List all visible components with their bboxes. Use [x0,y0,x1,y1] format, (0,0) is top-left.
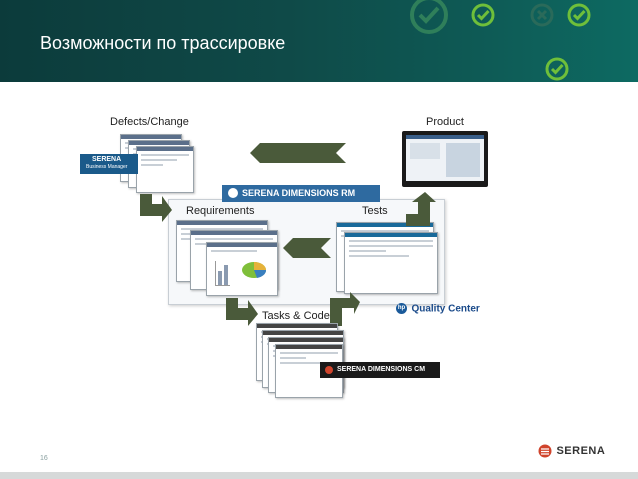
arrow-down-right [226,298,258,326]
label-tests: Tests [362,205,388,217]
product-screen [406,135,484,181]
arrow-left [283,238,331,258]
dimensions-cm-logo: SERENA DIMENSIONS CM [320,362,440,378]
label-requirements: Requirements [186,205,255,217]
serena-logo-icon [325,366,333,374]
serena-logo-icon [538,444,552,458]
product-monitor [402,131,488,187]
requirements-screenshot [206,242,278,296]
dimensions-rm-logo: SERENA DIMENSIONS RM [222,185,380,202]
hp-icon: hp [396,303,407,315]
quality-center-logo: hp Quality Center [396,303,480,315]
arrow-down-right [140,194,172,222]
check-icon [567,3,591,27]
slide-header: Возможности по трассировке [0,0,638,82]
tests-screenshot [344,232,438,294]
serena-logo-icon [228,188,238,198]
serena-footer-logo: SERENA [538,442,605,460]
bar-chart-image [215,261,230,286]
label-product: Product [426,116,464,128]
footer-bar [0,472,638,479]
close-icon [530,3,554,27]
check-icon [410,0,448,34]
tasks-screenshot [275,344,343,398]
arrow-up-right [406,192,436,226]
check-icon [545,57,569,81]
defects-screenshot [136,146,194,193]
arrow-left [250,143,346,163]
pie-chart-image [242,262,267,278]
label-tasks: Tasks & Code [262,310,330,322]
slide-title: Возможности по трассировке [40,33,286,53]
arrow-up-right [330,292,360,326]
serena-business-manager-logo: SERENA Business Manager [80,154,138,174]
label-defects: Defects/Change [110,116,189,128]
slide-number: 16 [40,455,48,462]
check-icon [471,3,495,27]
